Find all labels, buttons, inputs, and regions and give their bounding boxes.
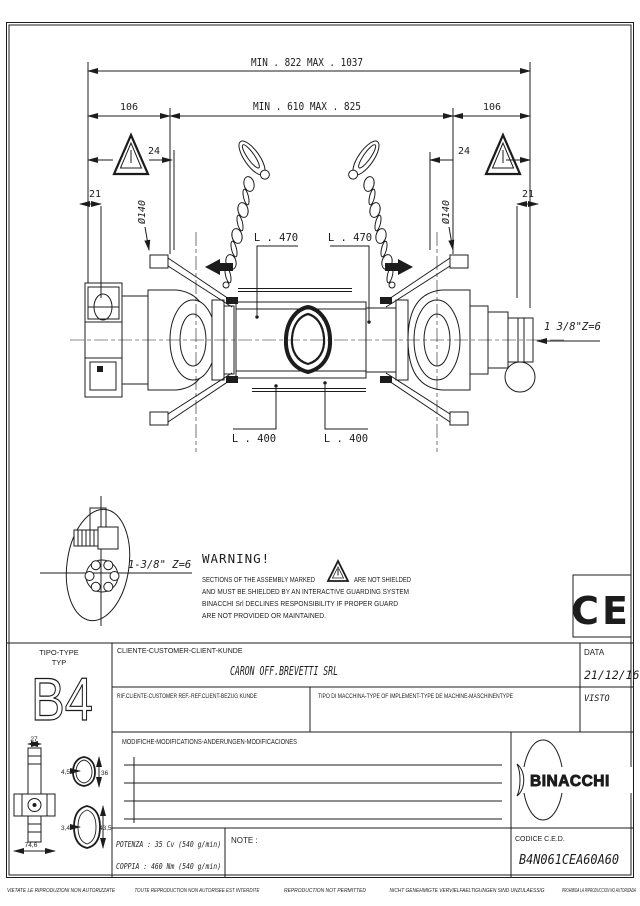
modifications-ruling	[124, 757, 502, 823]
modifications-label: MODIFICHE-MODIFICATIONS-ANDERUNGEN-MODIF…	[122, 739, 297, 746]
dim-tube1-size: 36	[101, 770, 109, 777]
dim-offset-right: 24	[458, 146, 470, 157]
date-label: DATA	[584, 648, 605, 657]
ce-mark: CE	[571, 574, 632, 638]
type-label-1: TIPO-TYPE	[39, 648, 79, 657]
warning-line1a: SECTIONS OF THE ASSEMBLY MARKED	[202, 577, 315, 584]
visto-label: VISTO	[584, 694, 610, 704]
code-value: B4N061CEA60A60	[519, 853, 619, 868]
logo-band	[521, 767, 633, 793]
footer-item-de: NICHT GENEHMIGTE VERVIELFAELTIGUNGEN SIN…	[390, 888, 546, 894]
dim-dia-right: Ø140	[440, 200, 452, 224]
type-label-2: TYP	[52, 658, 67, 667]
cross-journal-detail: 27 74,6	[13, 736, 56, 854]
warning-title: WARNING!	[202, 551, 270, 566]
dim-end-right: 21	[522, 189, 534, 200]
dim-spline-section: 1-3/8" Z=6	[128, 559, 191, 571]
dim-cross-length: 74,6	[25, 842, 38, 849]
dim-tube-bottom-left: L . 400	[232, 433, 276, 445]
footer-item-it: VIETATE LE RIPRODUZIONI NON AUTORIZZATE	[7, 888, 115, 894]
dim-tube2-size: 43,5	[99, 825, 112, 832]
dim-dia-left: Ø140	[136, 200, 148, 224]
dim-tube2-wall: 3,4	[61, 825, 70, 832]
warning-line2: AND MUST BE SHIELDED BY AN INTERACTIVE G…	[202, 589, 409, 596]
warning-line3: BINACCHI Srl DECLINES RESPONSIBILITY IF …	[202, 601, 398, 608]
warning-triangle-right	[484, 132, 522, 176]
dim-inner: MIN . 610 MAX . 825	[253, 100, 361, 113]
binacchi-logo: BINACCHI	[516, 739, 633, 821]
dim-tube-top-left: L . 470	[254, 232, 298, 244]
warning-triangle-left	[112, 132, 150, 176]
dim-end-left: 21	[89, 189, 101, 200]
spline-shaft-end	[469, 305, 536, 393]
ce-mark-text: CE	[571, 589, 631, 633]
warning-line4: ARE NOT PROVIDED OR MAINTAINED.	[202, 613, 326, 620]
guard-cone-left	[149, 140, 270, 426]
brand-name: BINACCHI	[530, 773, 610, 790]
footer-item-en: REPRODUCTION NOT PERMITTED	[284, 888, 366, 894]
machine-type-label: TIPO DI MACCHINA-TYPE OF IMPLEMENT-TYPE …	[318, 693, 514, 700]
dim-spline-end: 1 3/8"Z=6	[544, 321, 601, 333]
tube-profile-overlay	[283, 304, 333, 375]
logo-crescent	[516, 763, 525, 797]
footer-item-fr: TOUTE REPRODUCTION NON AUTORISEE EST INT…	[135, 888, 260, 894]
warning-triangle-inline	[326, 558, 350, 582]
title-block: TIPO-TYPE TYP B4 27 74,6 4,5 36	[7, 642, 639, 877]
footer-item-es: PROHIBIDA LA RIPRODUCCION NO AUTORIZADA	[562, 888, 636, 894]
tube-profile-detail-1: 4,5 36	[61, 756, 109, 788]
safety-chain	[222, 140, 270, 289]
client-label: CLIENTE-CUSTOMER-CLIENT-KUNDE	[117, 648, 243, 655]
footer-legal-strip: VIETATE LE RIPRODUZIONI NON AUTORIZZATE …	[7, 888, 636, 894]
note-label: NOTE :	[231, 836, 258, 845]
customer-ref-label: RIF.CLIENTE-CUSTOMER REF.-REF.CLIENT-BEZ…	[117, 693, 258, 700]
dim-guard-left: 106	[120, 102, 138, 113]
tube-profile-detail-2: 3,4 43,5	[61, 805, 112, 849]
power-value: POTENZA : 35 Cv (540 g/min)	[116, 840, 221, 849]
pto-shaft-view	[70, 136, 565, 452]
dim-tube-top-right: L . 470	[328, 232, 372, 244]
warning-line1b: ARE NOT SHIELDED	[354, 577, 411, 584]
dim-tube-bottom-right: L . 400	[324, 433, 368, 445]
dim-cross-width: 27	[30, 736, 38, 743]
sheet-border	[6, 22, 634, 878]
dimensions: MIN . 822 MAX . 1037 106 MIN . 610 MAX .…	[79, 56, 601, 445]
dim-tube1-wall: 4,5	[61, 769, 70, 776]
torque-value: COPPIA : 460 Nm (540 g/min)	[116, 862, 221, 871]
dim-overall: MIN . 822 MAX . 1037	[251, 56, 363, 69]
dim-guard-right: 106	[483, 102, 501, 113]
warning-note: WARNING! SECTIONS OF THE ASSEMBLY MARKED…	[202, 551, 411, 620]
dim-offset-left: 24	[148, 146, 160, 157]
spline-section-detail: 1-3/8" Z=6	[40, 496, 192, 626]
type-value: B4	[31, 666, 93, 733]
spline-bore	[84, 559, 120, 593]
code-label: CODICE C.E.D.	[515, 836, 565, 843]
date-value: 21/12/16	[584, 668, 639, 682]
client-value: CARON OFF.BREVETTI SRL	[230, 663, 338, 678]
clamp-bolt	[73, 526, 119, 550]
